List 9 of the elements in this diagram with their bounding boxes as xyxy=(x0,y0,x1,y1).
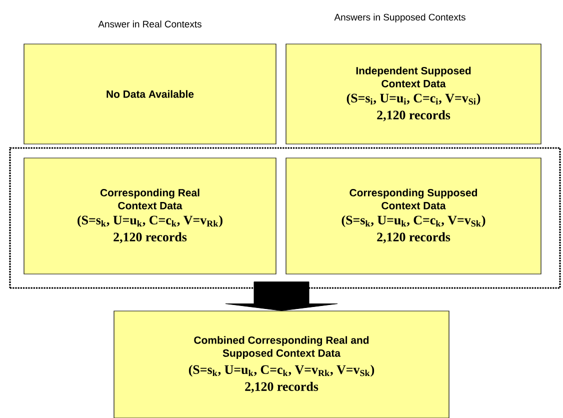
column-heading: Answer in Real Contexts xyxy=(98,20,202,28)
data-box: Corresponding Supposed Context Data (S=s$_{k}$, U=u$_{k}$, C=c$_{k}$, V=v$_{Sk}$) 2,120 records xyxy=(286,158,542,274)
data-box: No Data Available xyxy=(24,44,276,144)
data-box: Combined Corresponding Real and Supposed Context Data (S=s$_{k}$, U=u$_{k}$, C=c$_{k}$, V=v$_{Rk}$, V=v$_{Sk}$) 2,120 records xyxy=(114,310,450,418)
column-heading: Answers in Supposed Contexts xyxy=(334,14,466,22)
dashed-frame xyxy=(9,147,561,289)
block-arrow xyxy=(225,282,338,311)
data-box: Corresponding Real Context Data (S=s$_{k}$, U=u$_{k}$, C=c$_{k}$, V=v$_{Rk}$) 2,120 records xyxy=(24,158,276,274)
data-box: Independent Supposed Context Data (S=s$_{i}$, U=u$_{i}$, C=c$_{i}$, V=v$_{Si}$) 2,120 records xyxy=(286,44,542,144)
